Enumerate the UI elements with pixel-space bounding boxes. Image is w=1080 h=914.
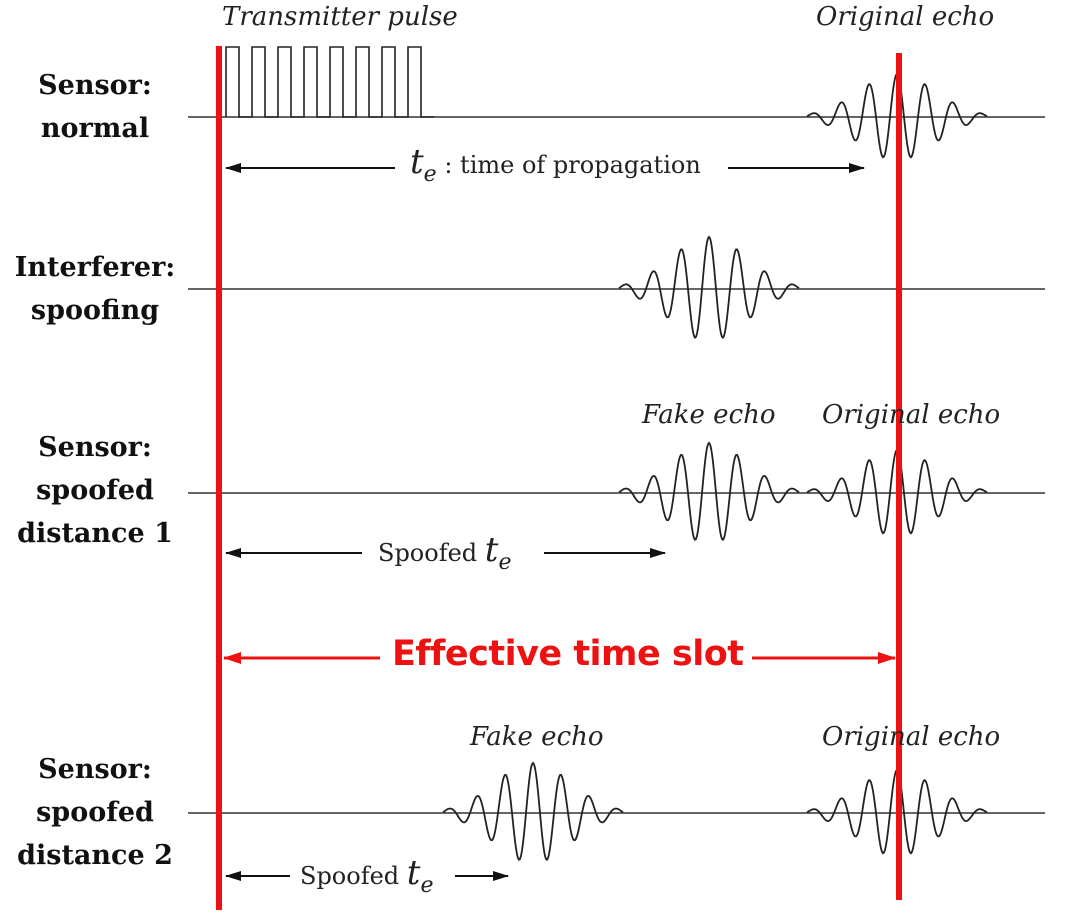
fake-echo-waveform-2 [442,761,624,861]
original-echo-caption: Original echo [816,2,995,32]
original-echo-caption-2: Original echo [822,722,1001,752]
row-label-interferer: Interferer: spoofing [14,252,176,326]
spoofed-te-symbol-2: te [406,853,434,898]
row-label-spoofed-1: Sensor: spoofed distance 1 [17,432,173,549]
spoofed-te-label-2: Spoofed te [294,853,440,898]
propagation-time-label: te : time of propagation [404,142,707,187]
fake-echo-caption-2: Fake echo [470,722,604,752]
row-label-sensor-normal: Sensor: normal [38,70,152,144]
interferer-spoof-waveform [618,235,800,339]
spoofed-te-symbol-1: te [484,530,512,575]
original-echo-caption-1: Original echo [822,400,1001,430]
fake-echo-waveform-1 [618,441,800,541]
propagation-te-symbol: te [410,142,437,187]
transmitter-pulse-waveform [225,46,434,118]
fake-echo-caption-1: Fake echo [642,400,776,430]
transmitter-pulse-caption: Transmitter pulse [222,2,458,32]
effective-time-slot-label: Effective time slot [384,634,752,674]
spoofed-te-label-1: Spoofed te [372,530,518,575]
row-label-spoofed-2: Sensor: spoofed distance 2 [17,754,173,871]
